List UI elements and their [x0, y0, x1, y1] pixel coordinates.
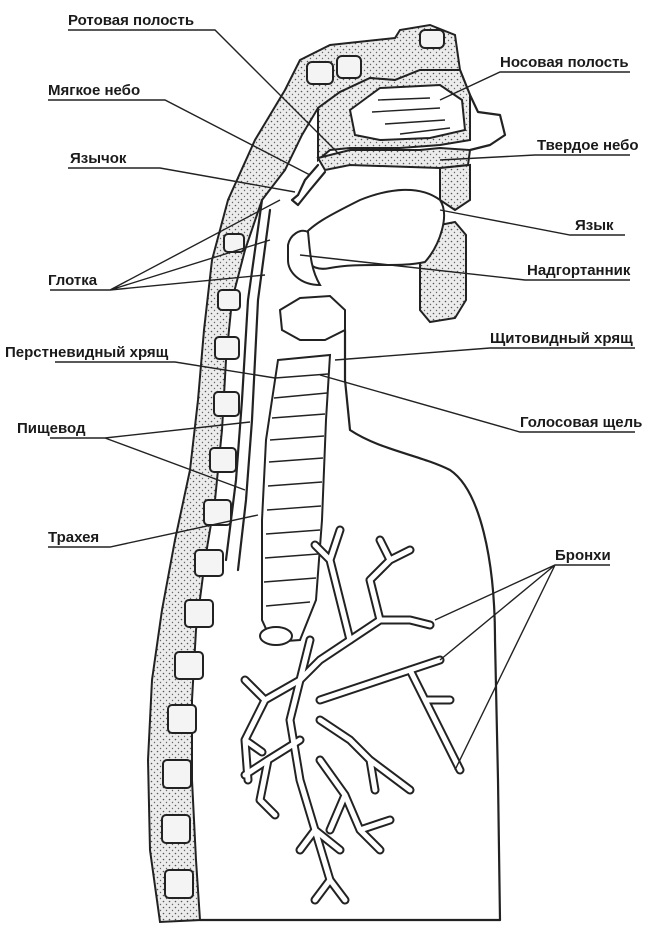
label-glottis: Голосовая щель [520, 414, 642, 431]
label-uvula: Язычок [70, 150, 127, 167]
bronchial-tree [200, 530, 500, 920]
label-nasal-cavity: Носовая полость [500, 54, 629, 71]
label-pharynx: Глотка [48, 272, 98, 289]
label-esophagus: Пищевод [17, 420, 86, 437]
label-bronchi: Бронхи [555, 547, 611, 564]
label-epiglottis: Надгортанник [527, 262, 631, 279]
label-cricoid-cartilage: Перстневидный хрящ [5, 344, 169, 361]
label-trachea: Трахея [48, 529, 99, 546]
label-tongue: Язык [575, 217, 614, 234]
oral-cavity-structures [280, 165, 444, 340]
label-oral-cavity: Ротовая полость [68, 12, 194, 29]
label-thyroid-cartilage: Щитовидный хрящ [490, 330, 633, 347]
label-soft-palate: Мягкое небо [48, 82, 140, 99]
label-hard-palate: Твердое небо [537, 137, 639, 154]
